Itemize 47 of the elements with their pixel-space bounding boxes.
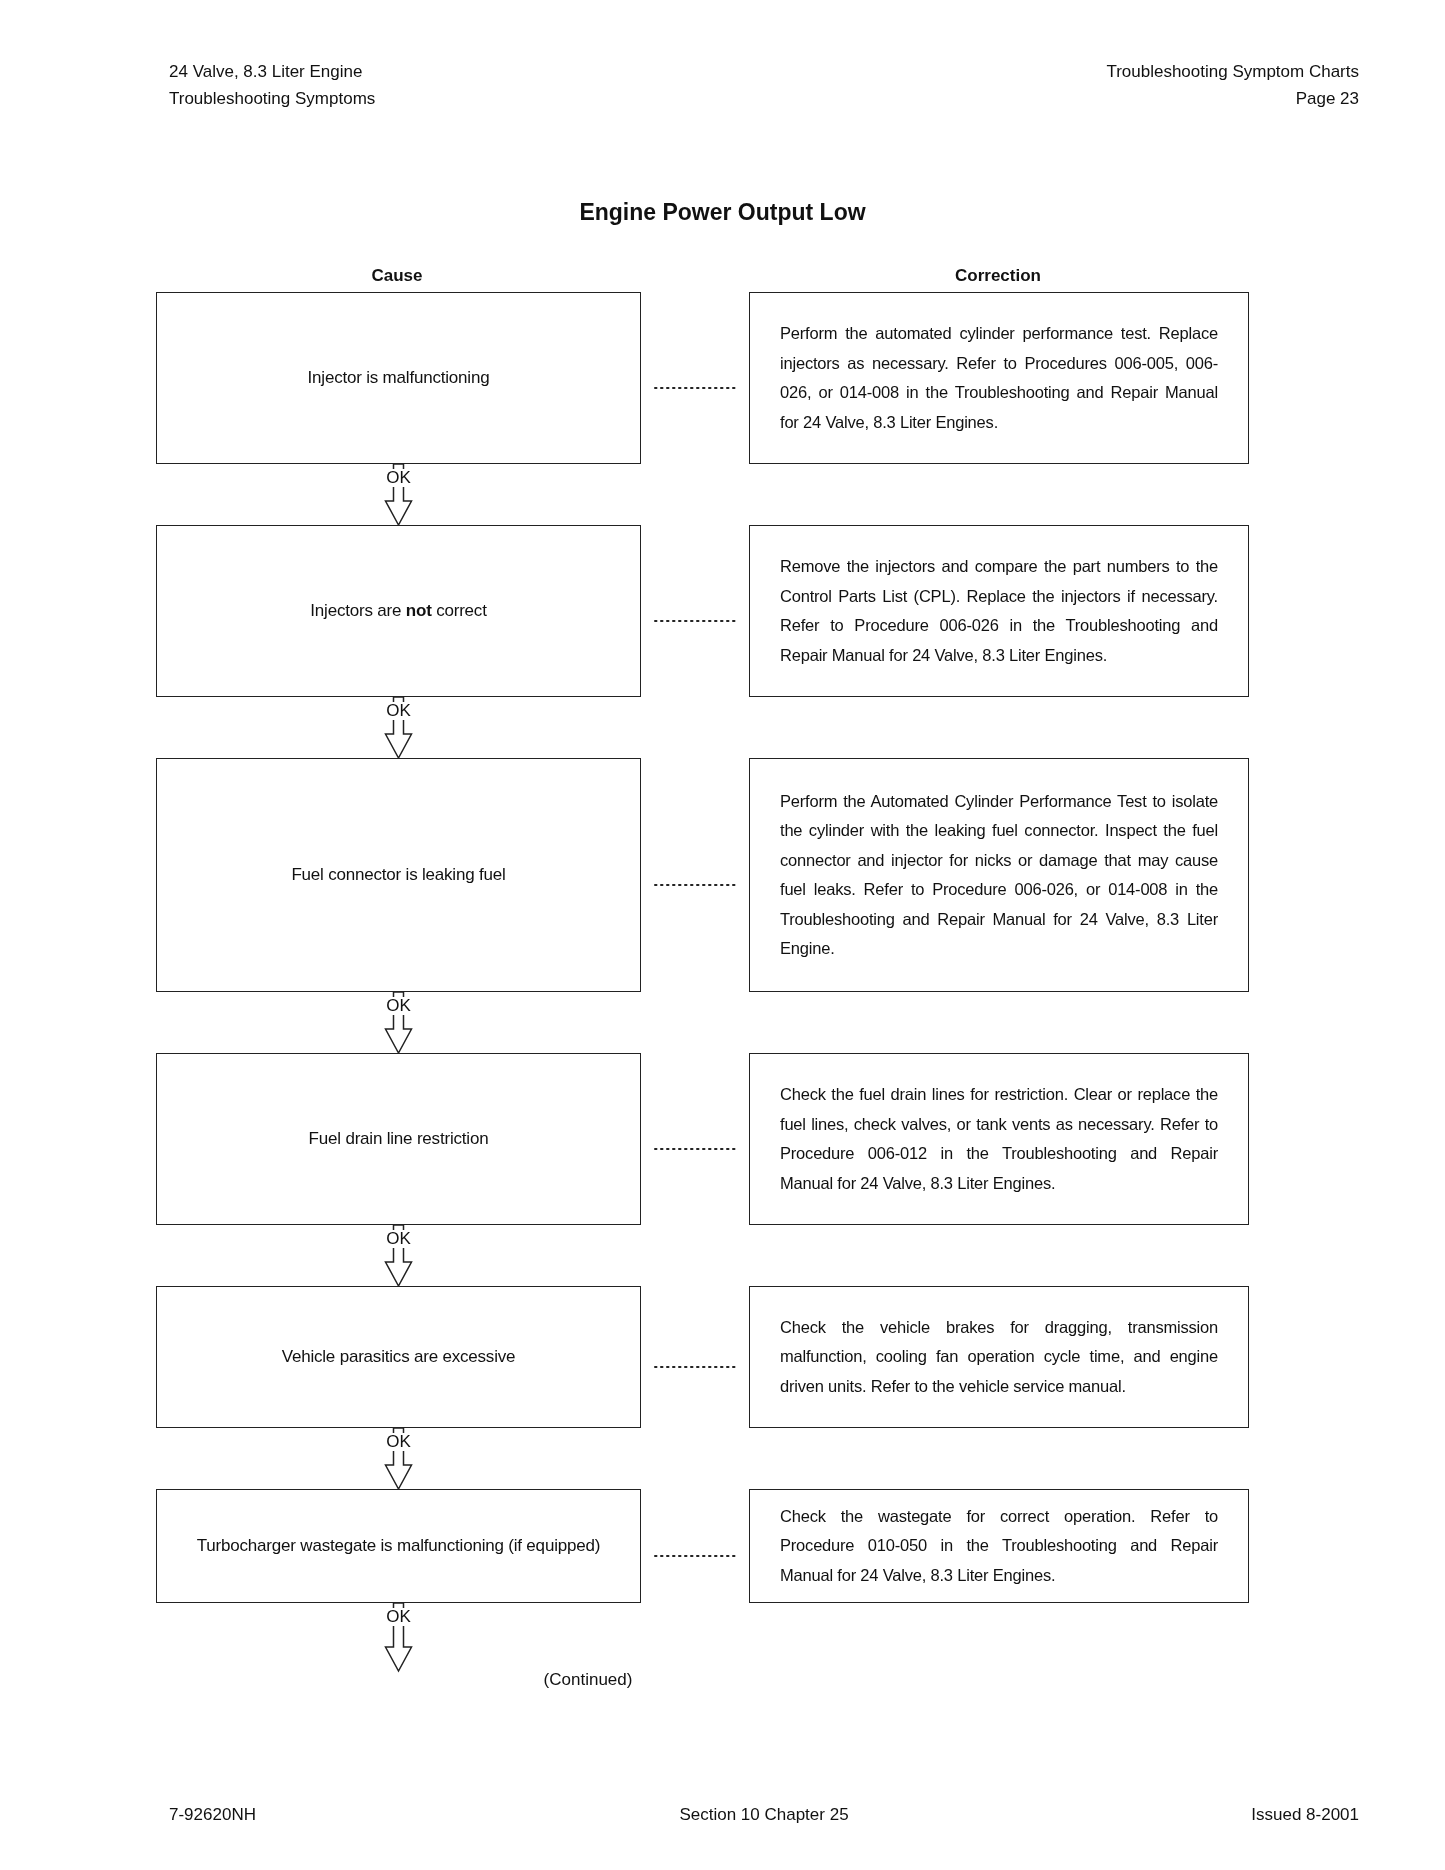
- correction-text: Check the fuel drain lines for restriction. Clear or replace the fuel lines, check valves, or tank vents as necessary. Refer to Procedure 006-012 in the Troubleshooting and Repair Manual for 24 Valve, 8.3 Liter Engines.: [780, 1084, 1218, 1194]
- dotted-leader: [654, 1366, 736, 1368]
- page-text: Troubleshooting Symptom Charts: [1106, 62, 1359, 82]
- page-text: Issued 8-2001: [1251, 1805, 1359, 1825]
- cause-box: [156, 525, 641, 697]
- cause-box: [156, 1489, 641, 1603]
- cause-text: Injector is malfunctioning: [306, 367, 491, 389]
- edge-label: OK: [384, 997, 413, 1015]
- cause-box: [156, 292, 641, 464]
- cause-text: Fuel drain line restriction: [307, 1128, 490, 1150]
- dotted-leader: [654, 1148, 736, 1150]
- dotted-leader: [654, 620, 736, 622]
- dotted-leader: [654, 884, 736, 886]
- cause-text: Vehicle parasitics are excessive: [280, 1346, 517, 1368]
- page-text: 7-92620NH: [169, 1805, 256, 1825]
- correction-text: Perform the Automated Cylinder Performance Test to isolate the cylinder with the leaking fuel connector. Inspect the fuel connector and injector for nicks or damage that may cause fuel leaks. Refer to Procedure 006-026, or 014-008 in the Troubleshooting and Repair Manual for 24 Valve, 8.3 Liter Engine.: [780, 790, 1218, 959]
- edge-label: OK: [384, 469, 413, 487]
- page-text: (Continued): [543, 1670, 633, 1690]
- correction-text: Check the vehicle brakes for dragging, transmission malfunction, cooling fan operation cycle time, and engine driven units. Refer to the vehicle service manual.: [780, 1316, 1218, 1397]
- correction-text: Remove the injectors and compare the part numbers to the Control Parts List (CPL). Replace the injectors if necessary. Refer to Procedure 006-026 in the Troubleshooting and Repair Manual for 24 Valve, 8.3 Liter Engines.: [780, 556, 1218, 666]
- correction-box: [749, 525, 1249, 697]
- cause-text: Injectors are not correct: [309, 600, 488, 622]
- column-heading: Correction: [955, 266, 1041, 286]
- cause-box: [156, 1053, 641, 1225]
- cause-text: Fuel connector is leaking fuel: [290, 864, 507, 886]
- correction-text: Check the wastegate for correct operation. Refer to Procedure 010-050 in the Troubleshooting and Repair Manual for 24 Valve, 8.3 Liter Engines.: [780, 1505, 1218, 1586]
- correction-box: [749, 1286, 1249, 1428]
- page-text: Section 10 Chapter 25: [679, 1805, 849, 1825]
- cause-box: [156, 1286, 641, 1428]
- column-heading: Cause: [371, 266, 423, 286]
- edge-label: OK: [384, 1433, 413, 1451]
- page-text: 24 Valve, 8.3 Liter Engine: [169, 62, 363, 82]
- page-text: Page 23: [1295, 89, 1359, 109]
- correction-box: [749, 1489, 1249, 1603]
- correction-text: Perform the automated cylinder performance test. Replace injectors as necessary. Refer to Procedures 006-005, 006-026, or 014-008 in the Troubleshooting and Repair Manual for 24 Valve, 8.3 Liter Engines.: [780, 323, 1218, 433]
- page-text: Troubleshooting Symptoms: [169, 89, 376, 109]
- dotted-leader: [654, 387, 736, 389]
- dotted-leader: [654, 1555, 736, 1557]
- edge-label: OK: [384, 1230, 413, 1248]
- edge-label: OK: [384, 702, 413, 720]
- chart-title: Engine Power Output Low: [578, 199, 867, 226]
- cause-box: [156, 758, 641, 992]
- correction-box: [749, 758, 1249, 992]
- cause-text: Turbocharger wastegate is malfunctioning (if equipped): [195, 1535, 602, 1557]
- edge-label: OK: [384, 1608, 413, 1626]
- correction-box: [749, 292, 1249, 464]
- correction-box: [749, 1053, 1249, 1225]
